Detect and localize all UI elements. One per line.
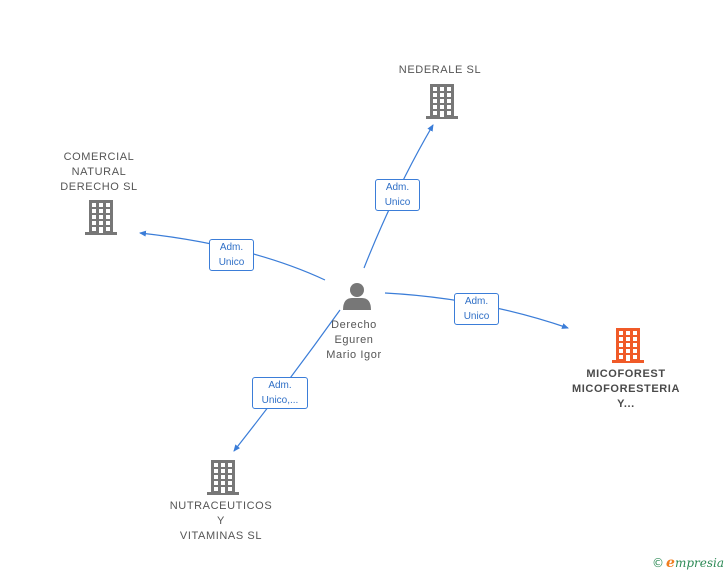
edge-label-nederale[interactable]: Adm. Unico <box>375 179 420 211</box>
empresia-logo[interactable]: ©empresia <box>652 555 724 571</box>
building-icon-nutraceuticos[interactable] <box>207 460 239 495</box>
person-label[interactable]: Derecho Eguren Mario Igor <box>326 319 382 361</box>
building-icon-micoforest[interactable] <box>612 328 644 363</box>
edge-label-micoforest[interactable]: Adm. Unico <box>454 293 499 325</box>
company-label-nutraceuticos[interactable]: NUTRACEUTICOS Y VITAMINAS SL <box>169 500 273 542</box>
person-icon[interactable] <box>343 283 371 310</box>
edge-label-nutraceuticos[interactable]: Adm. Unico,... <box>252 377 308 409</box>
brand-name: mpresia <box>674 556 724 570</box>
company-label-comercial[interactable]: COMERCIAL NATURAL DERECHO SL <box>60 151 138 193</box>
building-icon-nederale[interactable] <box>426 84 458 119</box>
company-label-nederale[interactable]: NEDERALE SL <box>398 64 482 76</box>
copyright-symbol: © <box>652 556 665 570</box>
brand-initial: e <box>666 555 675 571</box>
company-label-micoforest[interactable]: MICOFOREST MICOFORESTERIA Y... <box>571 368 681 410</box>
edge-label-comercial[interactable]: Adm. Unico <box>209 239 254 271</box>
building-icon-comercial[interactable] <box>85 200 117 235</box>
